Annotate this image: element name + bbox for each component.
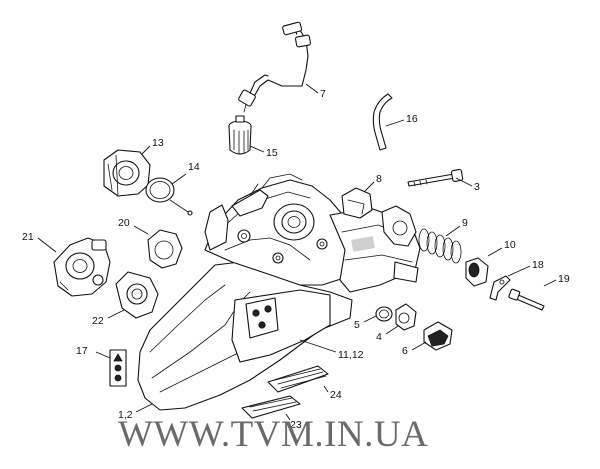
fuel-filter-15 [228,115,252,155]
callout-20: 20 [118,217,130,229]
decal-17 [109,349,127,387]
callout-9: 9 [462,217,468,229]
screw-19 [508,288,545,311]
callout-6: 6 [402,345,408,357]
callout-24: 24 [330,389,342,401]
callout-10: 10 [504,239,516,251]
cap-10 [465,257,489,287]
callout-16: 16 [406,113,418,125]
callout-17: 17 [76,345,88,357]
callout-4: 4 [376,331,382,343]
screw-3 [407,168,464,187]
flange-22 [115,271,159,319]
buffer-8 [341,187,373,219]
callout-labels: 7 16 13 15 14 8 3 20 9 21 10 18 19 22 5 … [22,88,570,431]
bracket-18 [489,275,511,301]
callout-3: 3 [474,181,480,193]
callout-19: 19 [558,273,570,285]
bushing-4 [395,303,417,331]
callout-18: 18 [532,259,544,271]
callout-14: 14 [188,161,200,173]
gasket-14 [145,177,193,216]
decal-24 [267,365,329,393]
callout-11-12: 11,12 [338,349,364,361]
fuel-hose-7 [238,21,311,113]
callout-5: 5 [354,319,360,331]
gasket-20 [147,229,183,269]
leader-lines [37,83,557,421]
callout-8: 8 [376,173,382,185]
callout-13: 13 [152,137,164,149]
callout-21: 21 [22,231,34,243]
callout-1-2: 1,2 [118,409,133,421]
ring-5 [375,306,393,322]
watermark: WWW.TVM.IN.UA [118,414,428,455]
callout-15: 15 [266,147,278,159]
intake-13 [103,149,151,197]
hose-16 [372,93,393,151]
spring-9 [381,205,462,264]
crankcase-housing [137,173,421,411]
carburetor-21 [53,237,111,297]
callout-23: 23 [290,419,302,431]
nut-6 [423,321,453,351]
decal-23 [241,395,301,419]
callout-22: 22 [92,315,104,327]
callout-7: 7 [320,88,326,100]
